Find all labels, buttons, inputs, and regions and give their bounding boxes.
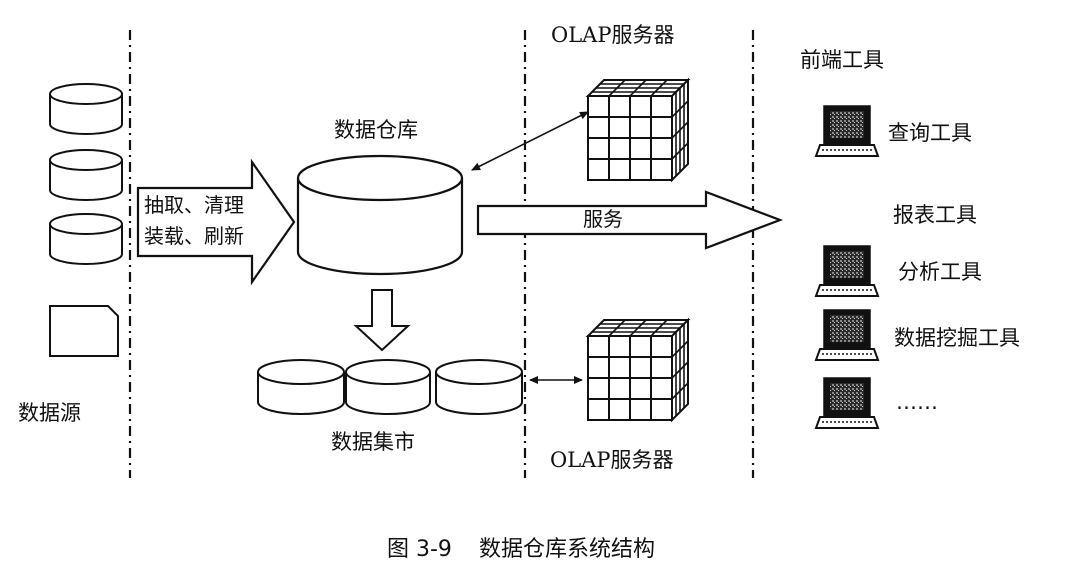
olap-cube-bottom-icon	[585, 317, 691, 423]
data-warehouse-label: 数据仓库	[334, 118, 418, 142]
olap-server-bottom-label: OLAP服务器	[550, 448, 674, 472]
source-document-icon	[49, 305, 119, 357]
frontend-tools-label: 前端工具	[800, 48, 884, 72]
laptop-icon	[814, 377, 880, 429]
data-warehouse-cylinder-icon	[296, 154, 464, 276]
source-cylinder-icon	[49, 149, 123, 201]
data-mart-cylinder-icon	[435, 359, 523, 415]
source-cylinder-icon	[49, 83, 123, 135]
etl-arrow-line-1: 抽取、清理	[144, 193, 244, 217]
service-arrow-label: 服务	[583, 207, 623, 231]
laptop-icon	[814, 105, 880, 157]
laptop-icons	[814, 105, 880, 429]
figure-caption: 数据仓库系统结构	[479, 537, 656, 562]
laptop-icon	[814, 245, 880, 297]
laptop-icon	[814, 309, 880, 361]
warehouse-olap-link	[471, 111, 589, 171]
service-arrow	[476, 190, 784, 250]
data-mart-cylinder-icon	[257, 359, 345, 415]
tool-label-more: ……	[896, 390, 938, 414]
separator-lines	[128, 30, 755, 478]
etl-arrow	[136, 158, 296, 286]
source-cylinder-icon	[49, 213, 123, 265]
data-mart-cylinders	[257, 359, 523, 415]
source-databases	[49, 83, 123, 357]
data-mart-label: 数据集市	[331, 430, 415, 454]
etl-arrow-line-2: 装载、刷新	[144, 224, 244, 248]
down-arrow	[353, 289, 411, 352]
data-mart-cylinder-icon	[345, 359, 431, 415]
olap-server-top-label: OLAP服务器	[551, 23, 675, 47]
figure-number: 图 3-9	[387, 537, 452, 562]
data-source-label: 数据源	[18, 401, 81, 425]
tool-label-data-mining: 数据挖掘工具	[894, 326, 1020, 350]
olap-cube-top-icon	[585, 77, 691, 183]
tool-label-analysis: 分析工具	[898, 260, 982, 284]
tool-label-report: 报表工具	[893, 203, 977, 227]
tool-label-query: 查询工具	[888, 121, 972, 145]
